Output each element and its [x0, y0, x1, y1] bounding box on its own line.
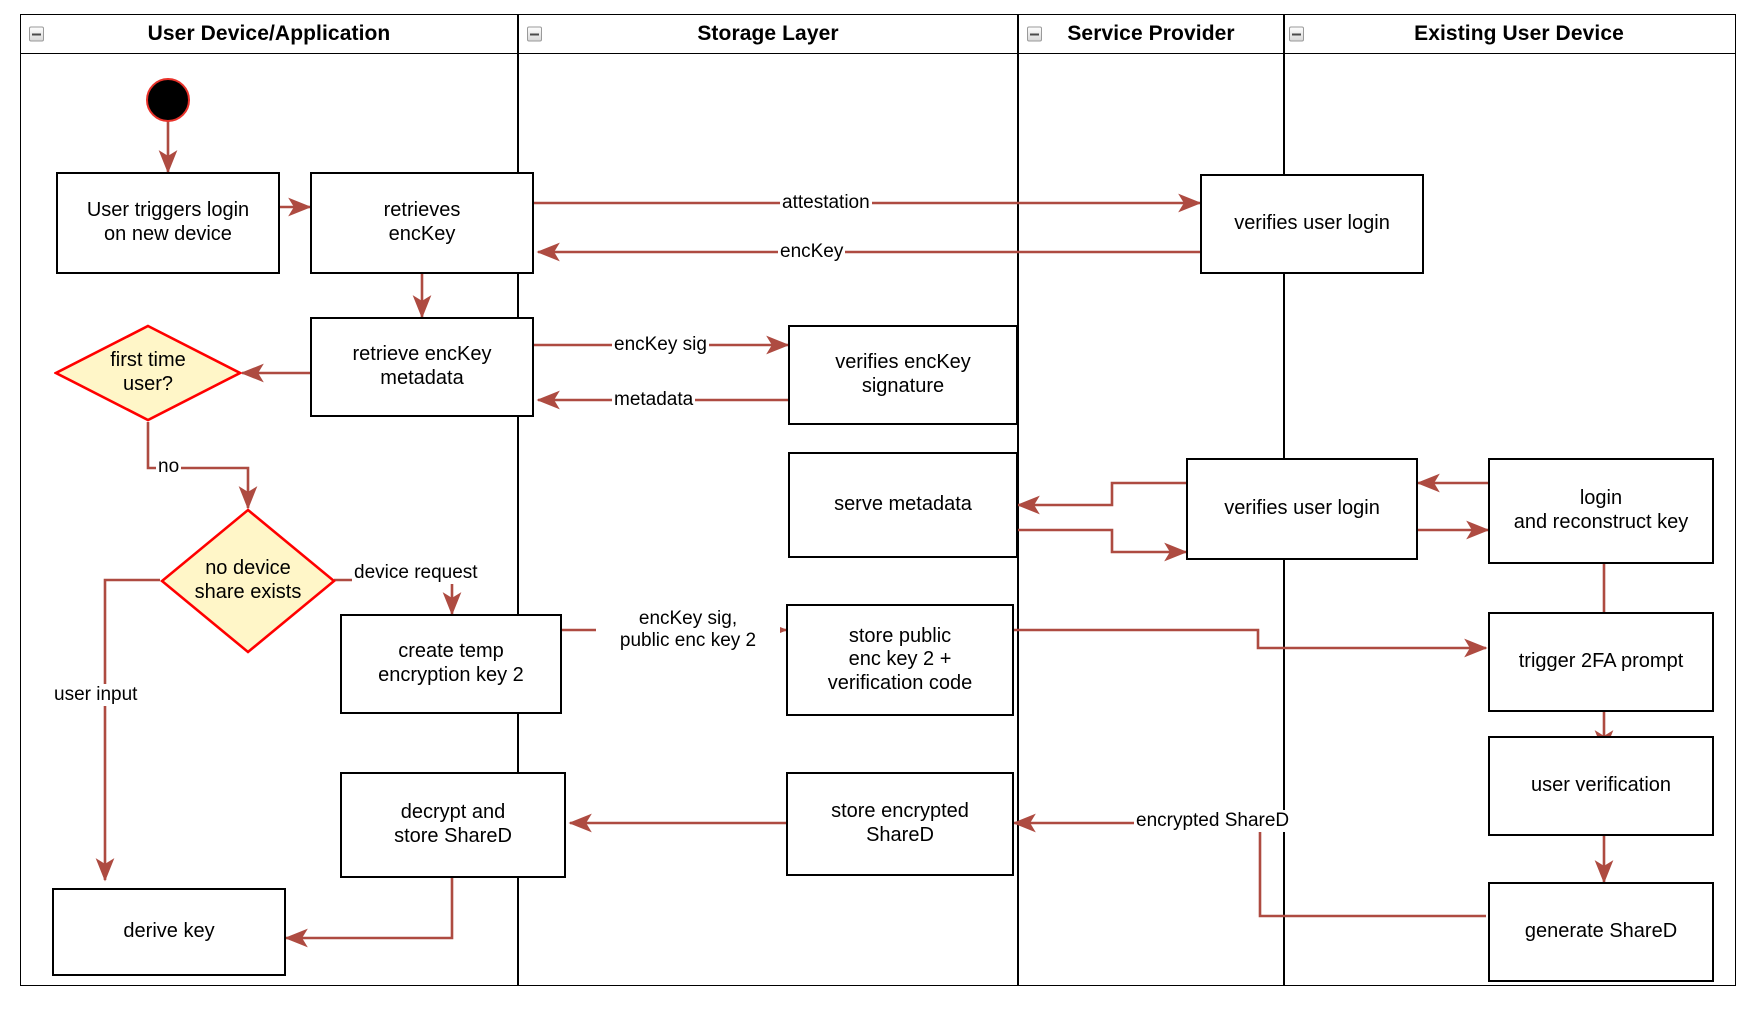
edge-label-enckey: encKey: [778, 241, 846, 263]
edge-label-metadata: metadata: [612, 389, 696, 411]
lane-header-service-provider[interactable]: Service Provider: [1018, 14, 1284, 54]
lane-header-user-device[interactable]: User Device/Application: [20, 14, 518, 54]
node-generate-shared[interactable]: generate ShareD: [1488, 882, 1714, 982]
node-retrieves-enckey[interactable]: retrieves encKey: [310, 172, 534, 274]
edge-label-line: encKey sig,: [638, 608, 738, 629]
decision-label: first time user?: [54, 324, 242, 422]
node-serve-metadata[interactable]: serve metadata: [788, 452, 1018, 558]
edge-label-enckey-sig-public-key: encKey sig, public enc key 2: [596, 608, 780, 652]
node-line: user verification: [1530, 774, 1672, 797]
node-verifies-user-login-1[interactable]: verifies user login: [1200, 174, 1424, 274]
node-line: first time: [110, 349, 186, 372]
edge-label-user-input: user input: [52, 684, 140, 706]
node-decrypt-and-store-shared[interactable]: decrypt and store ShareD: [340, 772, 566, 878]
node-line: user?: [122, 373, 174, 395]
start-node: [146, 78, 190, 122]
diamond-shape: [53, 324, 243, 422]
edge-label-line: public enc key 2: [619, 629, 757, 651]
edge-label-attestation: attestation: [780, 192, 872, 214]
minus-icon[interactable]: [1027, 26, 1042, 42]
lane-title-service-provider: Service Provider: [1067, 22, 1235, 45]
node-line: generate ShareD: [1524, 920, 1678, 943]
node-line: share exists: [194, 581, 302, 603]
lane-title-storage-layer: Storage Layer: [697, 22, 839, 45]
node-line: login: [1579, 487, 1623, 510]
diamond-shape: [159, 508, 337, 654]
node-derive-key[interactable]: derive key: [52, 888, 286, 976]
node-create-temp-encryption-key-2[interactable]: create temp encryption key 2: [340, 614, 562, 714]
node-line: verifies user login: [1224, 497, 1380, 520]
node-line: on new device: [104, 223, 232, 245]
node-line: verifies user login: [1234, 212, 1390, 235]
node-line: verification code: [827, 671, 973, 694]
node-line: and reconstruct key: [1513, 511, 1689, 533]
node-verifies-enckey-signature[interactable]: verifies encKey signature: [788, 325, 1018, 425]
node-line: retrieve encKey: [352, 343, 492, 366]
lane-title-user-device: User Device/Application: [147, 22, 391, 45]
node-retrieve-enckey-metadata[interactable]: retrieve encKey metadata: [310, 317, 534, 417]
decision-no-device-share-exists[interactable]: no device share exists: [159, 508, 337, 654]
edge-label-enckey-sig: encKey sig: [612, 334, 709, 356]
lane-title-existing-user-device: Existing User Device: [1414, 22, 1624, 45]
node-line: metadata: [380, 367, 464, 389]
node-login-and-reconstruct-key[interactable]: login and reconstruct key: [1488, 458, 1714, 564]
node-line: encryption key 2: [378, 664, 524, 686]
edge-label-device-request: device request: [352, 562, 480, 584]
node-line: derive key: [123, 920, 215, 943]
lane-header-existing-user-device[interactable]: Existing User Device: [1284, 14, 1736, 54]
node-line: signature: [861, 375, 945, 397]
decision-label: no device share exists: [160, 508, 336, 654]
edge-label-encrypted-shared: encrypted ShareD: [1134, 810, 1292, 832]
minus-icon[interactable]: [1289, 26, 1304, 42]
node-user-verification[interactable]: user verification: [1488, 736, 1714, 836]
node-line: User triggers login: [86, 199, 250, 222]
edge-label-no: no: [156, 456, 182, 478]
node-line: store encrypted: [831, 800, 969, 823]
node-line: serve metadata: [834, 493, 972, 516]
node-line: store ShareD: [394, 825, 512, 847]
node-line: no device: [205, 557, 291, 580]
node-line: encKey: [388, 223, 456, 245]
decision-first-time-user[interactable]: first time user?: [53, 324, 243, 422]
node-line: trigger 2FA prompt: [1518, 650, 1684, 673]
node-line: create temp: [398, 640, 504, 663]
node-line: enc key 2 +: [848, 648, 952, 671]
node-store-public-enc-key-2[interactable]: store public enc key 2 + verification co…: [786, 604, 1014, 716]
node-line: decrypt and: [400, 801, 506, 824]
node-trigger-2fa-prompt[interactable]: trigger 2FA prompt: [1488, 612, 1714, 712]
minus-icon[interactable]: [29, 26, 44, 42]
node-line: ShareD: [866, 824, 934, 846]
node-line: verifies encKey: [835, 351, 971, 374]
node-verifies-user-login-2[interactable]: verifies user login: [1186, 458, 1418, 560]
lane-header-storage-layer[interactable]: Storage Layer: [518, 14, 1018, 54]
node-user-triggers-login[interactable]: User triggers login on new device: [56, 172, 280, 274]
node-line: retrieves: [383, 199, 461, 222]
minus-icon[interactable]: [527, 26, 542, 42]
node-store-encrypted-shared[interactable]: store encrypted ShareD: [786, 772, 1014, 876]
node-line: store public: [848, 624, 952, 647]
